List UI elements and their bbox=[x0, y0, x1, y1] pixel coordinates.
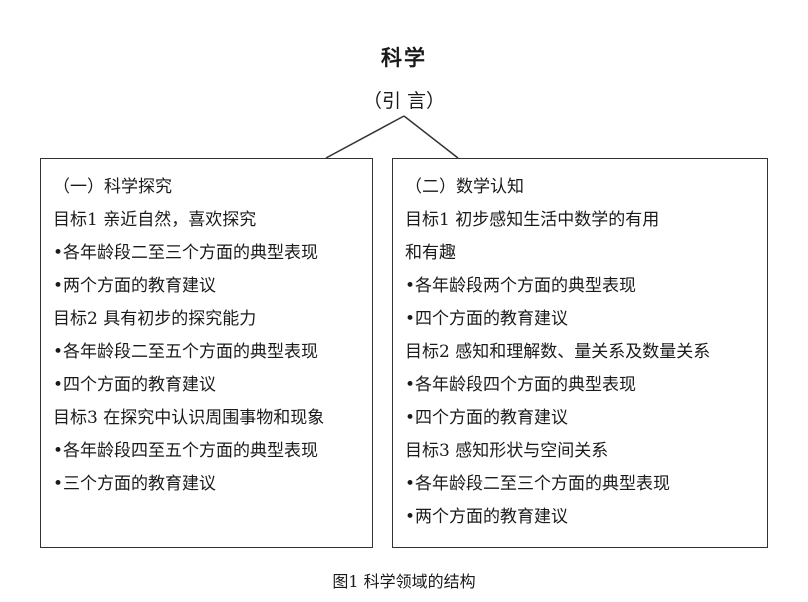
left-goal-2-item-1: •各年龄段二至五个方面的典型表现 bbox=[53, 342, 319, 362]
right-goal-3: 目标3 感知形状与空间关系 bbox=[405, 441, 609, 461]
left-heading: （一）科学探究 bbox=[53, 177, 172, 197]
left-goal-3-item-2: •三个方面的教育建议 bbox=[53, 474, 217, 494]
right-goal-1-item-2: •四个方面的教育建议 bbox=[405, 309, 569, 329]
right-goal-1-item-1: •各年龄段两个方面的典型表现 bbox=[405, 276, 637, 296]
science-inquiry-box: （一）科学探究 目标1 亲近自然，喜欢探究 •各年龄段二至三个方面的典型表现 •… bbox=[40, 158, 373, 548]
right-goal-1: 目标1 初步感知生活中数学的有用 bbox=[405, 210, 660, 230]
left-goal-1: 目标1 亲近自然，喜欢探究 bbox=[53, 210, 257, 230]
left-goal-2-item-2: •四个方面的教育建议 bbox=[53, 375, 217, 395]
left-goal-3: 目标3 在探究中认识周围事物和现象 bbox=[53, 408, 325, 428]
right-goal-1-continued: 和有趣 bbox=[405, 243, 456, 263]
right-goal-3-item-2: •两个方面的教育建议 bbox=[405, 507, 569, 527]
right-goal-3-item-1: •各年龄段二至三个方面的典型表现 bbox=[405, 474, 671, 494]
left-goal-1-item-2: •两个方面的教育建议 bbox=[53, 276, 217, 296]
diagram-subtitle: （引 言） bbox=[362, 90, 446, 112]
right-goal-2-item-2: •四个方面的教育建议 bbox=[405, 408, 569, 428]
figure-caption: 图1 科学领域的结构 bbox=[332, 572, 476, 591]
left-goal-2: 目标2 具有初步的探究能力 bbox=[53, 309, 257, 329]
diagram-title: 科学 bbox=[381, 46, 427, 70]
connector-left-line bbox=[325, 115, 405, 159]
math-cognition-box: （二）数学认知 目标1 初步感知生活中数学的有用 和有趣 •各年龄段两个方面的典… bbox=[392, 158, 768, 548]
left-goal-1-item-1: •各年龄段二至三个方面的典型表现 bbox=[53, 243, 319, 263]
right-goal-2: 目标2 感知和理解数、量关系及数量关系 bbox=[405, 342, 711, 362]
left-goal-3-item-1: •各年龄段四至五个方面的典型表现 bbox=[53, 441, 319, 461]
right-heading: （二）数学认知 bbox=[405, 177, 524, 197]
right-goal-2-item-1: •各年龄段四个方面的典型表现 bbox=[405, 375, 637, 395]
connector-right-line bbox=[403, 115, 459, 159]
